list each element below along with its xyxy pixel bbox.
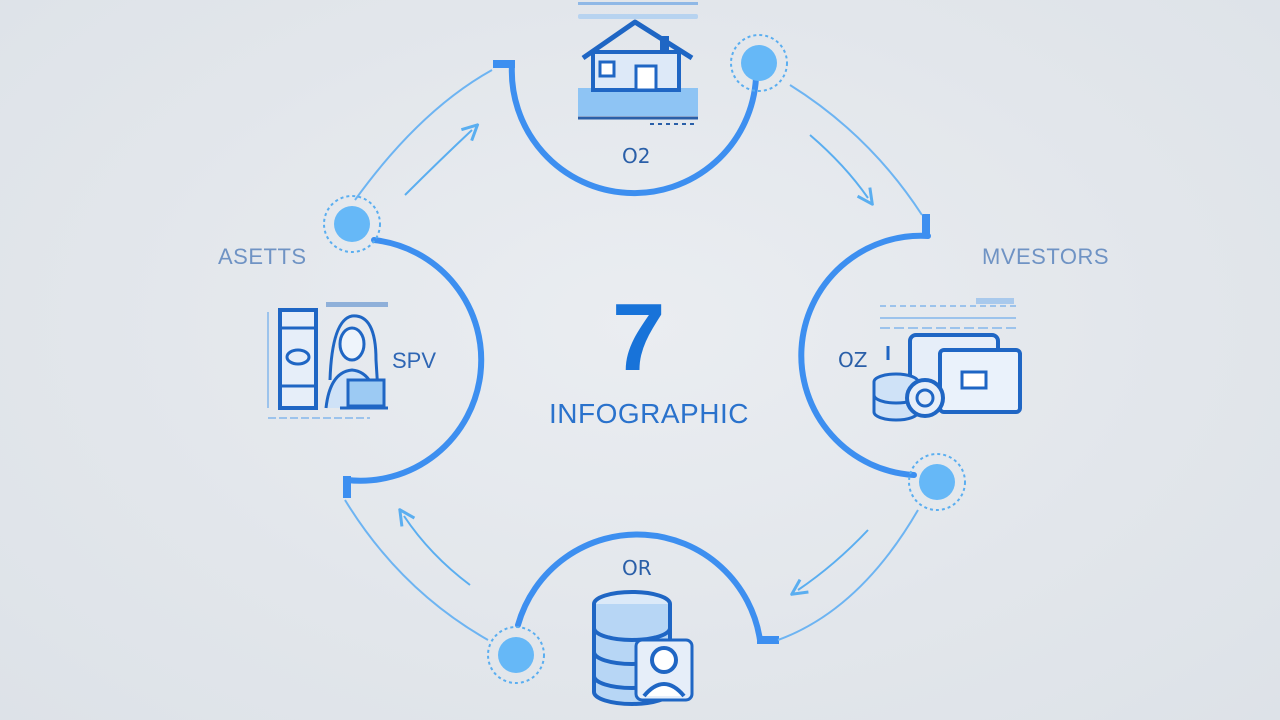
connector-bottom-left	[344, 499, 489, 641]
spv-label: SPV	[392, 348, 437, 373]
arrow-up-right	[404, 130, 472, 196]
center-number: 7	[612, 284, 666, 391]
node-bottom-left	[487, 626, 545, 684]
database-user-icon	[592, 590, 694, 706]
connector-top-left	[354, 69, 493, 201]
flow-arrows	[404, 130, 868, 590]
connector-right-bottom	[777, 509, 919, 641]
arc-end-tick	[922, 214, 930, 238]
arrow-up-left	[404, 516, 471, 586]
spv-person-laptop-icon	[267, 302, 388, 419]
cycle-nodes	[323, 34, 966, 684]
house-icon	[578, 2, 698, 125]
arc-top	[508, 61, 759, 197]
step-right-label: OZ	[838, 348, 868, 372]
arc-end-tick	[757, 636, 779, 644]
arc-end-tick	[493, 60, 515, 68]
money-stack-icon	[872, 298, 1022, 422]
node-top-right	[730, 34, 788, 92]
connector-top-right	[789, 84, 923, 216]
arc-right	[798, 232, 931, 478]
arc-left	[344, 237, 485, 484]
arrow-down-right	[809, 134, 868, 198]
step-top-label: O2	[622, 144, 651, 168]
left-label: ASETTS	[218, 244, 307, 269]
node-left	[323, 195, 381, 253]
cycle-arcs	[343, 60, 931, 644]
center-title: INFOGRAPHIC	[549, 398, 749, 429]
step-bottom-label: OR	[622, 556, 652, 580]
node-right	[908, 453, 966, 511]
right-label: MVESTORS	[982, 244, 1110, 269]
arc-bottom	[515, 531, 763, 643]
connector-lines	[344, 69, 923, 641]
arrow-down-left	[798, 529, 869, 590]
arc-end-tick	[343, 476, 351, 498]
